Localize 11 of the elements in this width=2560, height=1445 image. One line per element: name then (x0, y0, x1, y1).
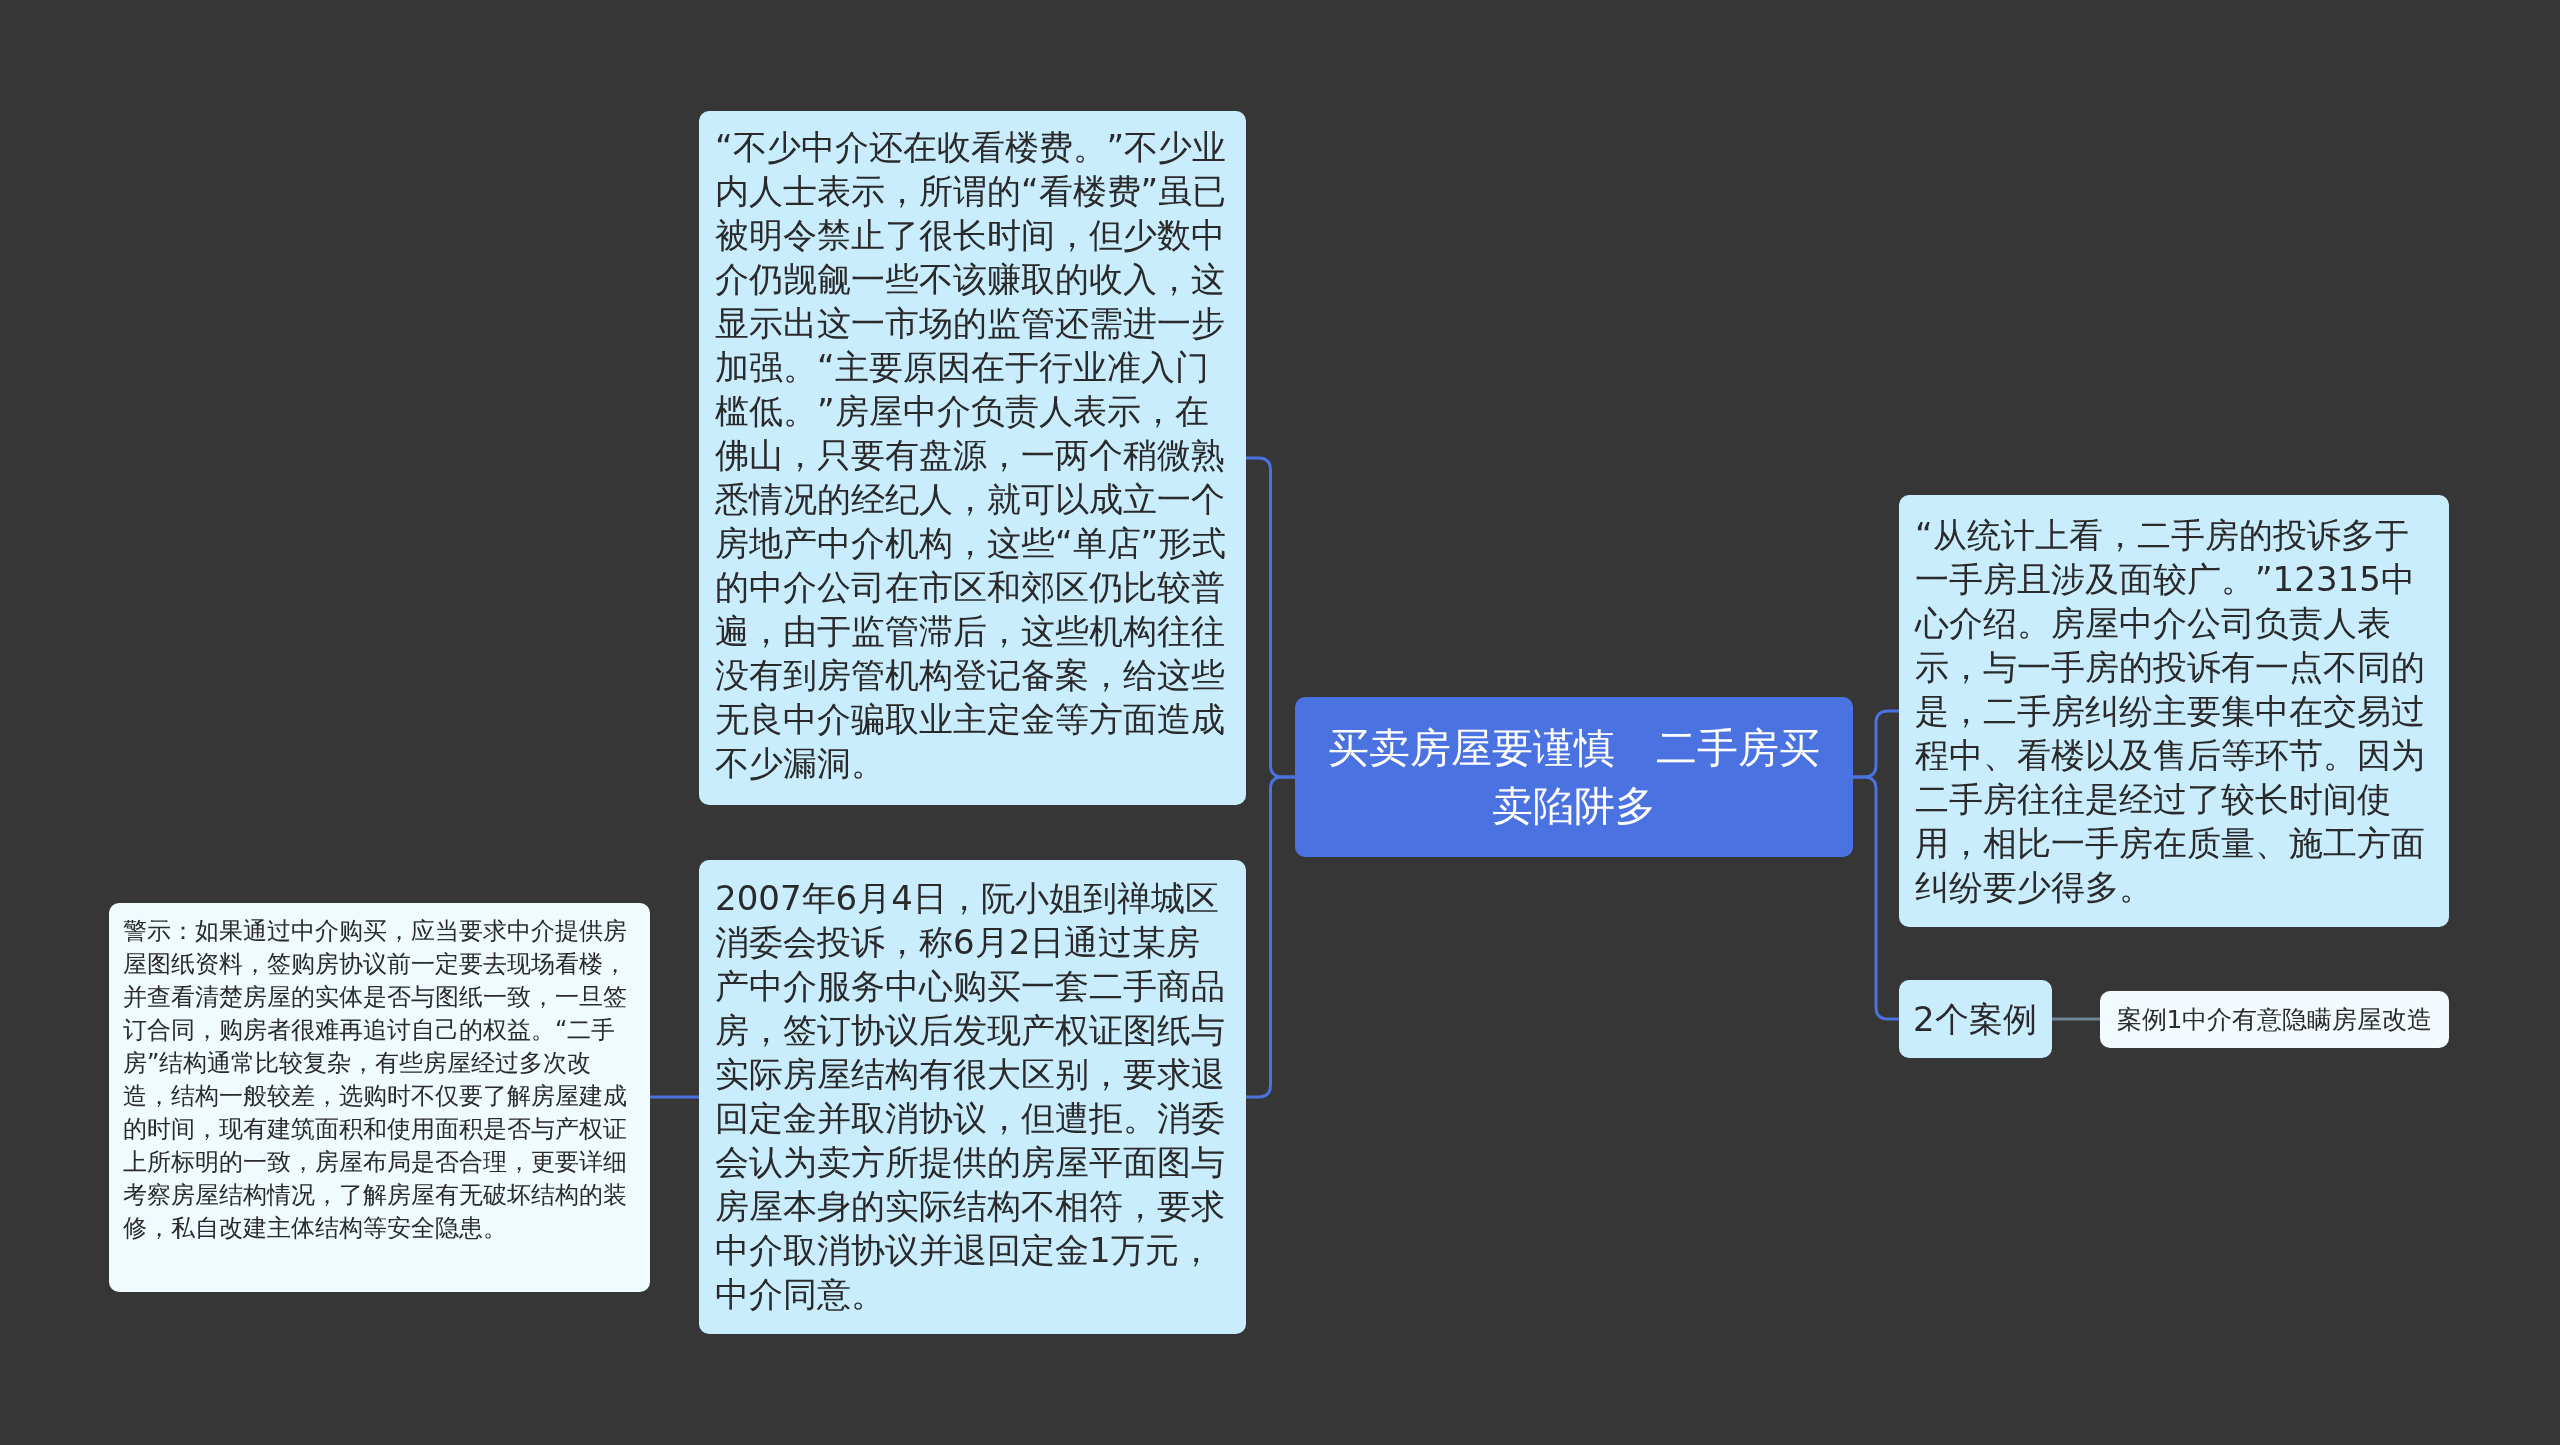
connector-line (2052, 1017, 2100, 1021)
topic-box: 买卖房屋要谨慎 二手房买卖陷阱多 (1295, 697, 1853, 857)
topic-box: 案例1中介有意隐瞒房屋改造 (2100, 991, 2449, 1048)
text-card: “从统计上看，二手房的投诉多于一手房且涉及面较广。”12315中心介绍。房屋中介公司负责人表示，与一手房的投诉有一点不同的是，二手房纠纷主要集中在交易过程中、看楼以及售后等环节。因为二手房往往是经过了较长时间使用，相比一手房在质量、施工方面纠纷要少得多。 (1899, 495, 2449, 927)
text-card: “不少中介还在收看楼费。”不少业内人士表示，所谓的“看楼费”虽已被明令禁止了很长时间，但少数中介仍觊觎一些不该赚取的收入，这显示出这一市场的监管还需进一步加强。“主要原因在于行业准入门槛低。”房屋中介负责人表示，在佛山，只要有盘源，一两个稍微熟悉情况的经纪人，就可以成立一个房地产中介机构，这些“单店”形式的中介公司在市区和郊区仍比较普遍，由于监管滞后，这些机构往往没有到房管机构登记备案，给这些无良中介骗取业主定金等方面造成不少漏洞。 (699, 111, 1246, 805)
connector-line (650, 1095, 699, 1099)
connector-line (1246, 775, 1295, 1099)
connector-line (1853, 775, 1899, 1021)
text-card: 2007年6月4日，阮小姐到禅城区消委会投诉，称6月2日通过某房产中介服务中心购买一套二手商品房，签订协议后发现产权证图纸与实际房屋结构有很大区别，要求退回定金并取消协议，但遭拒。消委会认为卖方所提供的房屋平面图与房屋本身的实际结构不相符，要求中介取消协议并退回定金1万元，中介同意。 (699, 860, 1246, 1334)
topic-box: 2个案例 (1899, 980, 2052, 1058)
note-card: 警示：如果通过中介购买，应当要求中介提供房屋图纸资料，签购房协议前一定要去现场看楼，并查看清楚房屋的实体是否与图纸一致，一旦签订合同，购房者很难再追讨自己的权益。“二手房”结构通常比较复杂，有些房屋经过多次改造，结构一般较差，选购时不仅要了解房屋建成的时间，现有建筑面积和使用面积是否与产权证上所标明的一致，房屋布局是否合理，更要详细考察房屋结构情况，了解房屋有无破坏结构的装修，私自改建主体结构等安全隐患。 (109, 903, 650, 1292)
